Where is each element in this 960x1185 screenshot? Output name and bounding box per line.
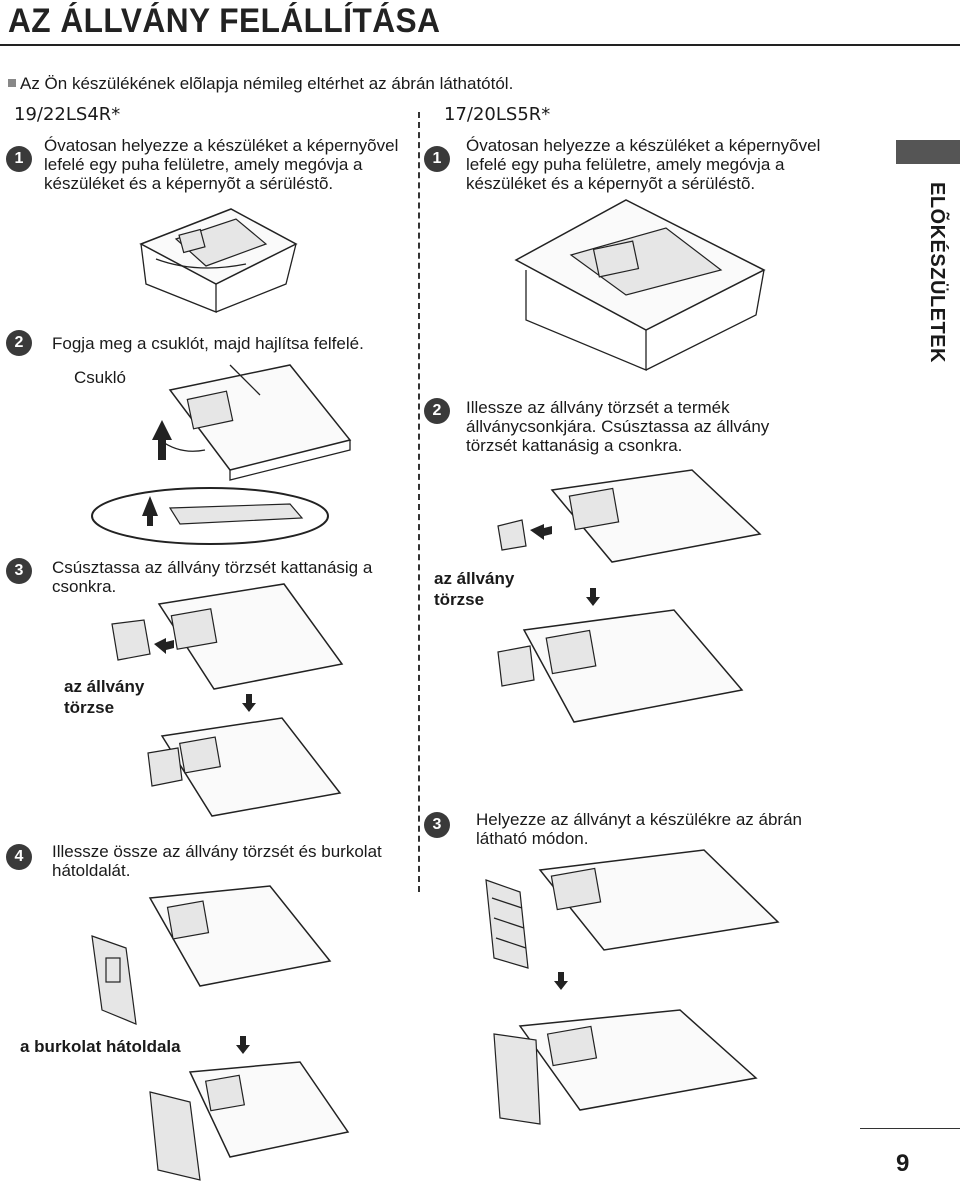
- page-title: AZ ÁLLVÁNY FELÁLLÍTÁSA: [8, 2, 441, 40]
- left-stand-body-label: az állvány törzse: [64, 677, 145, 717]
- hinge-detail-illustration: [91, 487, 329, 545]
- right-down-arrow-2-icon: [554, 972, 568, 990]
- left-down-arrow-icon: [242, 694, 256, 712]
- left-step-1-illustration: [139, 208, 298, 313]
- left-step-3-text: Csúsztassa az állvány törzsét kattanásig…: [52, 558, 373, 596]
- cover-back-label: a burkolat hátoldala: [20, 1037, 181, 1056]
- note: Az Ön készülékének elõlapja némileg elté…: [8, 74, 513, 94]
- page-number: 9: [896, 1150, 910, 1177]
- right-step-2b-illustration: [497, 609, 744, 723]
- page-number-rule: [860, 1128, 960, 1129]
- left-step-4-illustration: [91, 885, 332, 1025]
- right-step-2-text: Illessze az állvány törzsét a termék áll…: [466, 398, 770, 455]
- right-step-2-badge: 2: [424, 398, 450, 424]
- left-step-2-badge: 2: [6, 330, 32, 356]
- left-step-2-text: Fogja meg a csuklót, majd hajlítsa felfe…: [52, 334, 364, 353]
- left-step-1-badge: 1: [6, 146, 32, 172]
- left-step-3-illustration: [111, 583, 344, 690]
- side-tab-marker: [896, 140, 960, 164]
- bullet-square-icon: [8, 79, 16, 87]
- left-step-2-illustration: [152, 364, 352, 481]
- left-step-3-badge: 3: [6, 558, 32, 584]
- right-step-1-text: Óvatosan helyezze a készüléket a képerny…: [466, 136, 821, 193]
- title-rule: [0, 44, 960, 46]
- left-step-4-text: Illessze össze az állvány törzsét és bur…: [52, 842, 382, 880]
- left-model-label: 19/22LS4R*: [14, 104, 121, 125]
- right-stand-body-label: az állvány törzse: [434, 569, 515, 609]
- right-model-label: 17/20LS5R*: [444, 104, 551, 125]
- right-down-arrow-icon: [586, 588, 600, 606]
- column-divider: [418, 112, 420, 892]
- left-step-4-badge: 4: [6, 844, 32, 870]
- right-step-3-badge: 3: [424, 812, 450, 838]
- left-step-4b-illustration: [149, 1061, 350, 1181]
- side-tab-label: ELÕKÉSZÜLETEK: [926, 182, 948, 363]
- right-step-3-illustration: [485, 849, 780, 969]
- left-step-1-text: Óvatosan helyezze a készüléket a képerny…: [44, 136, 399, 193]
- note-text: Az Ön készülékének elõlapja némileg elté…: [20, 74, 514, 93]
- right-step-3-text: Helyezze az állványt a készülékre az ábr…: [476, 810, 802, 848]
- right-step-1-illustration: [514, 199, 766, 371]
- left-step-3b-illustration: [147, 717, 342, 817]
- right-step-1-badge: 1: [424, 146, 450, 172]
- left-down-arrow-2-icon: [236, 1036, 250, 1054]
- hinge-label: Csukló: [74, 368, 126, 387]
- right-step-2-illustration: [497, 469, 762, 563]
- right-step-3b-illustration: [493, 1009, 758, 1125]
